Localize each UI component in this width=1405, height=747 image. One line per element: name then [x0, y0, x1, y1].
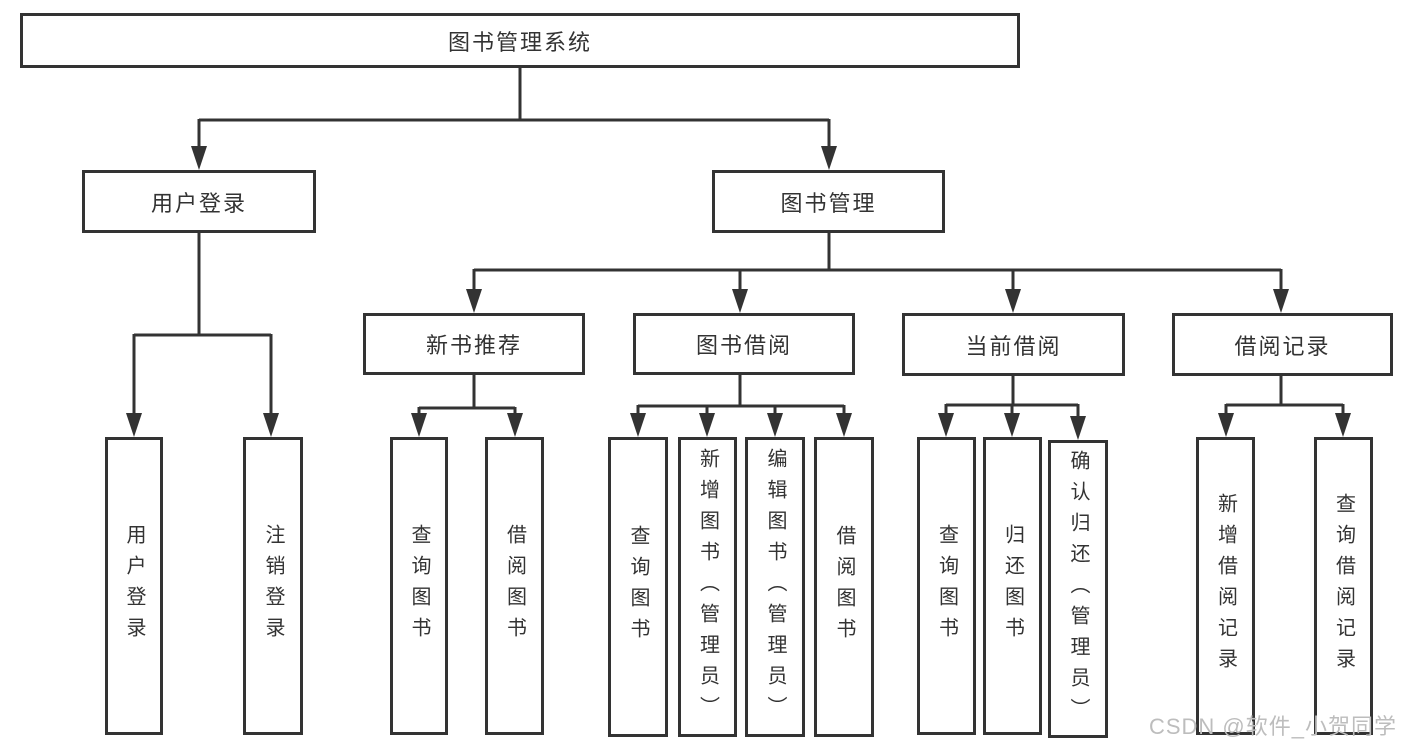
node-book-management: 图书管理	[712, 170, 945, 233]
leaf-query-borrow-record: 查询借阅记录	[1314, 437, 1373, 735]
leaf-recommend-query-books: 查询图书	[390, 437, 448, 735]
leaf-query-borrow-record-label: 查询借阅记录	[1332, 493, 1355, 679]
watermark: CSDN @软件_小贺同学	[1148, 714, 1397, 739]
leaf-logout: 注销登录	[243, 437, 303, 735]
node-borrow-records-label: 借阅记录	[1234, 333, 1331, 359]
leaf-return-books: 归还图书	[983, 437, 1042, 735]
leaf-borrowing-borrow-books: 借阅图书	[814, 437, 874, 737]
node-current-borrowing: 当前借阅	[902, 313, 1125, 376]
leaf-confirm-return-admin: 确认归还（管理员）	[1048, 440, 1108, 738]
node-book-borrowing: 图书借阅	[633, 313, 855, 375]
leaf-recommend-borrow-books: 借阅图书	[485, 437, 544, 735]
leaf-current-query-books-label: 查询图书	[935, 524, 958, 648]
leaf-recommend-borrow-books-label: 借阅图书	[503, 524, 526, 648]
leaf-add-books-admin: 新增图书（管理员）	[678, 437, 737, 737]
leaf-edit-books-admin-label: 编辑图书（管理员）	[764, 447, 786, 727]
leaf-add-borrow-record-label: 新增借阅记录	[1214, 493, 1237, 679]
node-book-borrowing-label: 图书借阅	[695, 333, 792, 358]
leaf-edit-books-admin: 编辑图书（管理员）	[745, 437, 805, 737]
node-new-book-recommend-label: 新书推荐	[425, 333, 522, 358]
leaf-recommend-query-books-label: 查询图书	[408, 524, 430, 648]
leaf-return-books-label: 归还图书	[1001, 524, 1024, 648]
node-user-login: 用户登录	[82, 170, 316, 233]
leaf-logout-label: 注销登录	[262, 524, 284, 648]
leaf-add-books-admin-label: 新增图书（管理员）	[696, 447, 719, 727]
leaf-add-borrow-record: 新增借阅记录	[1196, 437, 1255, 735]
node-current-borrowing-label: 当前借阅	[965, 333, 1062, 359]
leaf-current-query-books: 查询图书	[917, 437, 976, 735]
node-library-system: 图书管理系统	[20, 13, 1020, 68]
leaf-user-login: 用户登录	[105, 437, 163, 735]
node-book-management-label: 图书管理	[780, 190, 877, 216]
leaf-borrowing-borrow-books-label: 借阅图书	[833, 525, 855, 649]
leaf-borrowing-query-books-label: 查询图书	[627, 525, 649, 649]
node-user-login-label: 用户登录	[150, 190, 247, 216]
arrowhead-icons	[126, 146, 1351, 440]
node-new-book-recommend: 新书推荐	[363, 313, 585, 375]
node-library-system-label: 图书管理系统	[447, 29, 592, 55]
leaf-user-login-label: 用户登录	[123, 524, 145, 648]
leaf-borrowing-query-books: 查询图书	[608, 437, 668, 737]
node-borrow-records: 借阅记录	[1172, 313, 1393, 376]
leaf-confirm-return-admin-label: 确认归还（管理员）	[1067, 449, 1089, 729]
